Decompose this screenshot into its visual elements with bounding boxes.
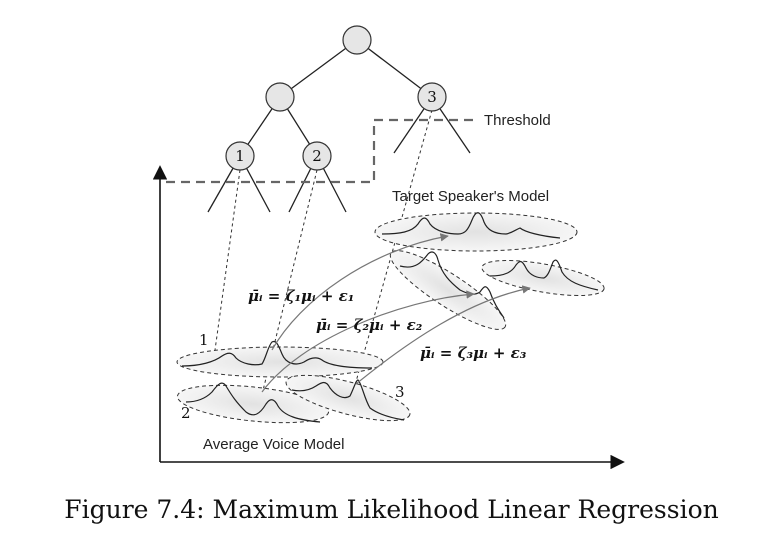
cluster-number-3: 3	[395, 383, 405, 401]
tree-node-1-label: 1	[235, 147, 245, 165]
tree-node-3	[417, 82, 447, 112]
tree-node-2-label: 2	[312, 147, 322, 165]
tree-node-2	[302, 141, 332, 171]
regression-tree	[207, 39, 471, 213]
target-gaussian-cluster-3	[481, 259, 605, 296]
equation-1: μ̄ᵢ = ζ₁μᵢ + ε₁	[248, 287, 354, 305]
target-gaussian-cluster-1	[374, 212, 578, 252]
equation-2: μ̄ᵢ = ζ₂μᵢ + ε₂	[316, 316, 423, 334]
tree-node-root	[342, 25, 372, 55]
threshold-line	[166, 118, 476, 184]
cluster-number-2: 2	[181, 404, 191, 422]
tree-node-left	[265, 82, 295, 112]
transform-arrow-3	[355, 285, 531, 385]
transform-arrow-2	[261, 290, 475, 393]
average-gaussian-cluster-1	[176, 340, 384, 378]
target-gaussian-cluster-2	[389, 250, 507, 330]
tree-nodes: 3 1 2	[225, 25, 447, 171]
transform-arrow-1	[271, 233, 449, 351]
mllr-diagram: Threshold 3 1 2 Target Speaker's Model	[152, 25, 625, 470]
equation-3: μ̄ᵢ = ζ₃μᵢ + ε₃	[420, 344, 527, 362]
tree-node-1	[225, 141, 255, 171]
average-voice-model	[176, 340, 411, 424]
target-model-label: Target Speaker's Model	[392, 188, 549, 205]
average-model-label: Average Voice Model	[203, 436, 344, 453]
average-gaussian-cluster-2	[176, 382, 330, 424]
threshold-label: Threshold	[484, 112, 551, 129]
transform-arrows	[261, 233, 531, 393]
tree-node-3-label: 3	[427, 88, 437, 106]
figure-caption: Figure 7.4: Maximum Likelihood Linear Re…	[64, 495, 719, 524]
average-gaussian-cluster-3	[285, 374, 411, 422]
cluster-number-1: 1	[199, 331, 209, 349]
